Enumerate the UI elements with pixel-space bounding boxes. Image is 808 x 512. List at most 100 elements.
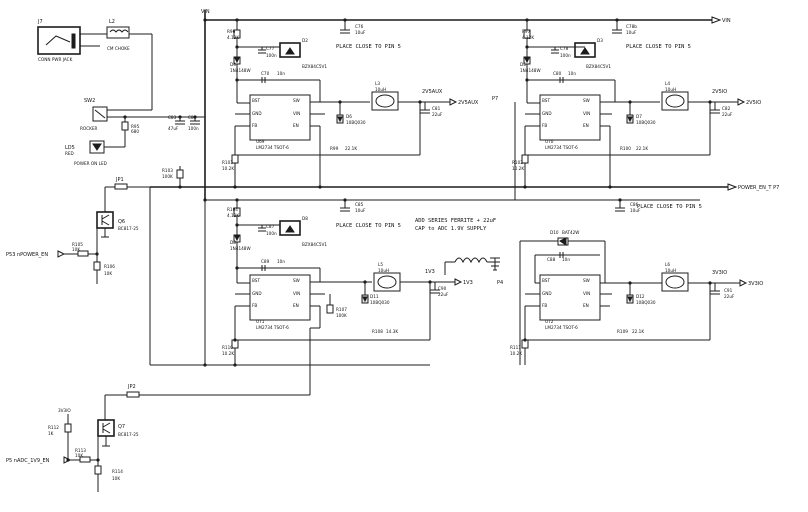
u70-cin-ref: C78b [626, 24, 637, 29]
ld5-note: POWER ON LED [74, 161, 107, 166]
u72-l-val: 10uH [665, 268, 676, 273]
r95-ref: R95 [131, 124, 140, 129]
u71-rfb-val: 14.3K [386, 329, 398, 334]
vin-out-port [711, 16, 722, 24]
jp1-ref: JP1 [115, 177, 124, 183]
q7-ref: Q7 [118, 424, 125, 430]
u70-cz-ref: C78 [560, 46, 569, 51]
sw2-desc: ROCKER [80, 126, 98, 131]
u70-cb-ref: C80 [553, 71, 562, 76]
vin-rail: VIN VIN [201, 9, 731, 200]
u70-rfb-val: 22.1K [636, 146, 648, 151]
u70-d-ref: D5 [520, 62, 526, 67]
u70-pin-fb: FB [542, 123, 547, 128]
q7-val: BC817-25 [118, 432, 139, 437]
u71-d-val: 1N4148W [230, 246, 251, 251]
r113-ref: R113 [75, 448, 86, 453]
u70-cz-val: 100n [560, 53, 571, 58]
q6-val: BC817-25 [118, 226, 139, 231]
u72-co-val: 22uF [724, 294, 735, 299]
p4-label: P4 [497, 280, 503, 286]
u69-rtop-val: 4.12K [227, 35, 239, 40]
sw2-ref: SW2 [84, 98, 95, 104]
u72-pin-sw: SW [583, 278, 590, 283]
r103-ref: R103 [162, 168, 173, 173]
u71-cz-val: 100n [266, 231, 277, 236]
power-en-label: POWER_EN_T P7 [738, 185, 779, 191]
power-en-rail: POWER_EN_T P7 [150, 183, 779, 191]
r106-val: 10K [104, 271, 112, 276]
u72-ds-ref: D12 [636, 294, 645, 299]
jumper-jp1: JP1 [104, 177, 150, 212]
u69-pin-sw: SW [293, 98, 300, 103]
u70-pin-vin: VIN [583, 111, 590, 116]
u70-pin-bst: BST [542, 98, 550, 103]
ferrite-note: ADD SERIES FERRITE + 22uF CAP to ADC 1.9… [415, 218, 503, 286]
u69-z-val: BZX84C5V1 [302, 64, 327, 69]
u70-l-val: 10uH [665, 87, 676, 92]
u72-part: LM2734 TSOT-6 [545, 325, 578, 330]
r113-val: 10K [75, 453, 83, 458]
ld5-desc: RED [65, 151, 74, 156]
r114-val: 10K [112, 476, 120, 481]
u71-cb-val: 10n [277, 259, 285, 264]
rocker-switch-sw2: SW2 ROCKER [80, 98, 205, 131]
u70-ds-ref: D7 [636, 114, 642, 119]
u71-part: LM2734 TSOT-6 [256, 325, 289, 330]
u70-rl-val: 10.2K [512, 166, 524, 171]
u71-pin-gnd: GND [252, 291, 262, 296]
u69-ds-val: 10BQ030 [346, 120, 366, 125]
u71-d-ref: D8 [230, 240, 236, 245]
u70-d-val: 1N4148W [520, 68, 541, 73]
u71-pin-vin: VIN [293, 291, 300, 296]
u70-rfb-ref: R100 [620, 146, 631, 151]
u71-z-ref: D8 [302, 216, 308, 221]
p53-input: P53 nPOWER_EN R105 10K R106 10K [6, 220, 115, 284]
u72-rl-ref: R111 [510, 345, 521, 350]
vin-out-label: VIN [722, 18, 731, 24]
u70-z-ref: D3 [597, 38, 603, 43]
u71-rl-val: 10.2K [222, 351, 234, 356]
u70-rtop-ref: R97 [522, 29, 531, 34]
u71-pin-en: EN [293, 303, 299, 308]
u70-pin-sw: SW [583, 98, 590, 103]
place-close-2: PLACE CLOSE TO PIN 5 [626, 44, 691, 50]
r105-ref: R105 [72, 242, 83, 247]
u69-z-ref: D2 [302, 38, 308, 43]
u70-part: LM2734 TSOT-6 [545, 145, 578, 150]
u72-rfb-ref: R109 [617, 329, 628, 334]
q6-ref: Q6 [118, 219, 125, 225]
u69-ref: U69 [256, 139, 265, 144]
u72-ds-val: 10BQ030 [636, 300, 656, 305]
u69-l-val: 10uH [375, 87, 386, 92]
u69-pin-gnd: GND [252, 111, 262, 116]
u71-ds-val: 10BQ030 [370, 300, 390, 305]
jumper-jp2: JP2 [104, 328, 311, 420]
u69-rl-ref: R101 [222, 160, 233, 165]
r105-val: 10K [72, 247, 80, 252]
jp2-ref: JP2 [127, 384, 136, 390]
u72-dd-ref: D10 [550, 230, 559, 235]
caps-c83-c84: C83 47uF C84 100n [168, 115, 200, 131]
u71-co-val: 22uF [438, 292, 449, 297]
u69-rl-val: 10.2K [222, 166, 234, 171]
u71-rfb-ref: R108 [372, 329, 383, 334]
u72-dd-val: BAT42W [562, 230, 579, 235]
l2-desc: CM CHOKE [107, 46, 130, 51]
u69-pin-en: EN [293, 123, 299, 128]
v25io-port-label: 2V5IO [746, 100, 761, 106]
r112-ref: R112 [48, 425, 59, 430]
u69-cin-val: 10uF [355, 30, 366, 35]
u71-co-ref: C90 [438, 286, 447, 291]
l2-ref: L2 [109, 19, 115, 25]
ld5-ref: LD5 [65, 145, 75, 151]
u71-rtop-val: 4.12K [227, 213, 239, 218]
j7-ref: J7 [37, 19, 43, 25]
u71-rtop-ref: R104 [227, 207, 238, 212]
transistor-q6: Q6 BC817-25 [96, 211, 139, 238]
u69-pin-bst: BST [252, 98, 260, 103]
u69-rfb-ref: R99 [330, 146, 339, 151]
v3io-label: 3V3IO [712, 270, 727, 276]
u71-pin-bst: BST [252, 278, 260, 283]
u69-cin-ref: C76 [355, 24, 364, 29]
